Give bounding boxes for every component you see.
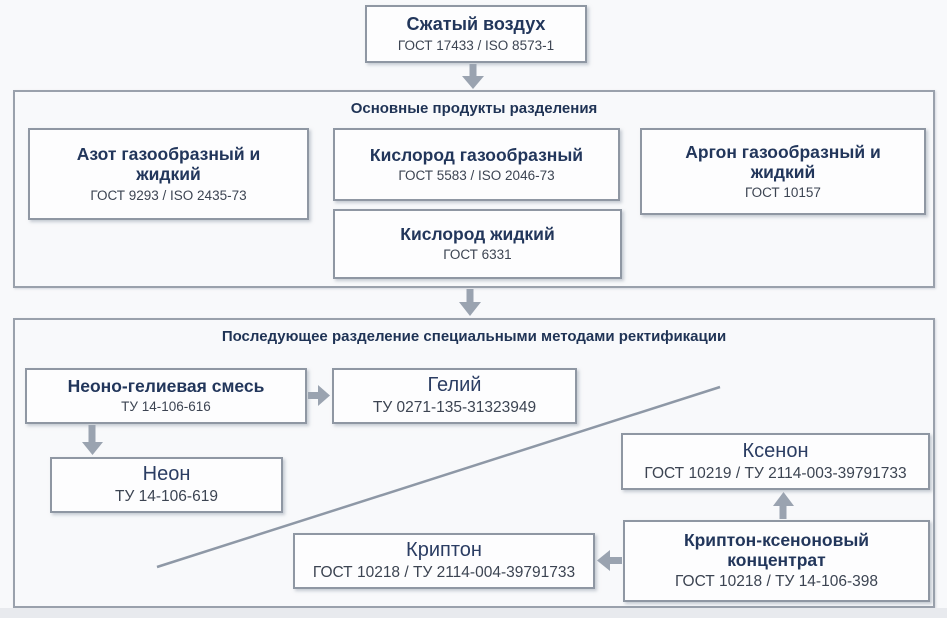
node-nitrogen: Азот газообразный и жидкий ГОСТ 9293 / I… [28,128,309,220]
arrow-air-to-main-products-icon [462,64,484,89]
node-xenon: Ксенон ГОСТ 10219 / ТУ 2114-003-39791733 [621,433,930,490]
node-standard: ГОСТ 17433 / ISO 8573-1 [397,37,555,53]
node-title: Неоно-гелиевая смесь [67,376,265,397]
node-title: Неон [142,463,191,486]
page-bottom-strip [0,608,947,618]
node-neon: Неон ТУ 14-106-619 [50,457,283,513]
node-standard: ГОСТ 6331 [443,247,512,263]
node-standard: ТУ 0271-135-31323949 [372,399,537,417]
node-standard: ГОСТ 5583 / ISO 2046-73 [398,167,555,183]
node-standard: ГОСТ 9293 / ISO 2435-73 [90,187,247,203]
node-oxygen-liquid: Кислород жидкий ГОСТ 6331 [333,209,622,279]
node-standard: ГОСТ 10219 / ТУ 2114-003-39791733 [644,464,907,482]
node-title: Криптон [406,539,482,562]
node-standard: ГОСТ 10218 / ТУ 14-106-398 [675,573,878,591]
node-title: Криптон-ксеноновый концентрат [683,530,870,571]
section-main-products: Основные продукты разделения [13,90,935,288]
section-special-rectification: Последующее разделение специальными мето… [13,318,935,608]
node-title: Ксенон [742,439,809,462]
node-krypton-xenon-concentrate: Криптон-ксеноновый концентрат ГОСТ 10218… [623,520,930,602]
node-standard: ГОСТ 10157 [745,185,821,201]
node-compressed-air: Сжатый воздух ГОСТ 17433 / ISO 8573-1 [365,5,587,63]
node-standard: ТУ 14-106-619 [115,488,218,506]
node-helium: Гелий ТУ 0271-135-31323949 [332,368,577,424]
node-title: Гелий [427,374,482,397]
section-title: Последующее разделение специальными мето… [221,328,727,345]
node-krypton: Криптон ГОСТ 10218 / ТУ 2114-004-3979173… [293,533,595,589]
node-title: Аргон газообразный и жидкий [685,141,881,182]
node-title: Азот газообразный и жидкий [76,144,261,185]
arrow-main-to-special-section-icon [459,289,481,316]
node-title: Кислород газообразный [369,144,584,165]
section-title: Основные продукты разделения [350,100,598,117]
node-oxygen-gas: Кислород газообразный ГОСТ 5583 / ISO 20… [333,128,620,201]
node-neon-helium-mixture: Неоно-гелиевая смесь ТУ 14-106-616 [25,368,307,424]
node-standard: ТУ 14-106-616 [121,399,211,415]
node-title: Сжатый воздух [406,14,546,35]
node-argon: Аргон газообразный и жидкий ГОСТ 10157 [640,128,926,215]
node-standard: ГОСТ 10218 / ТУ 2114-004-39791733 [312,564,576,582]
node-title: Кислород жидкий [400,224,555,245]
